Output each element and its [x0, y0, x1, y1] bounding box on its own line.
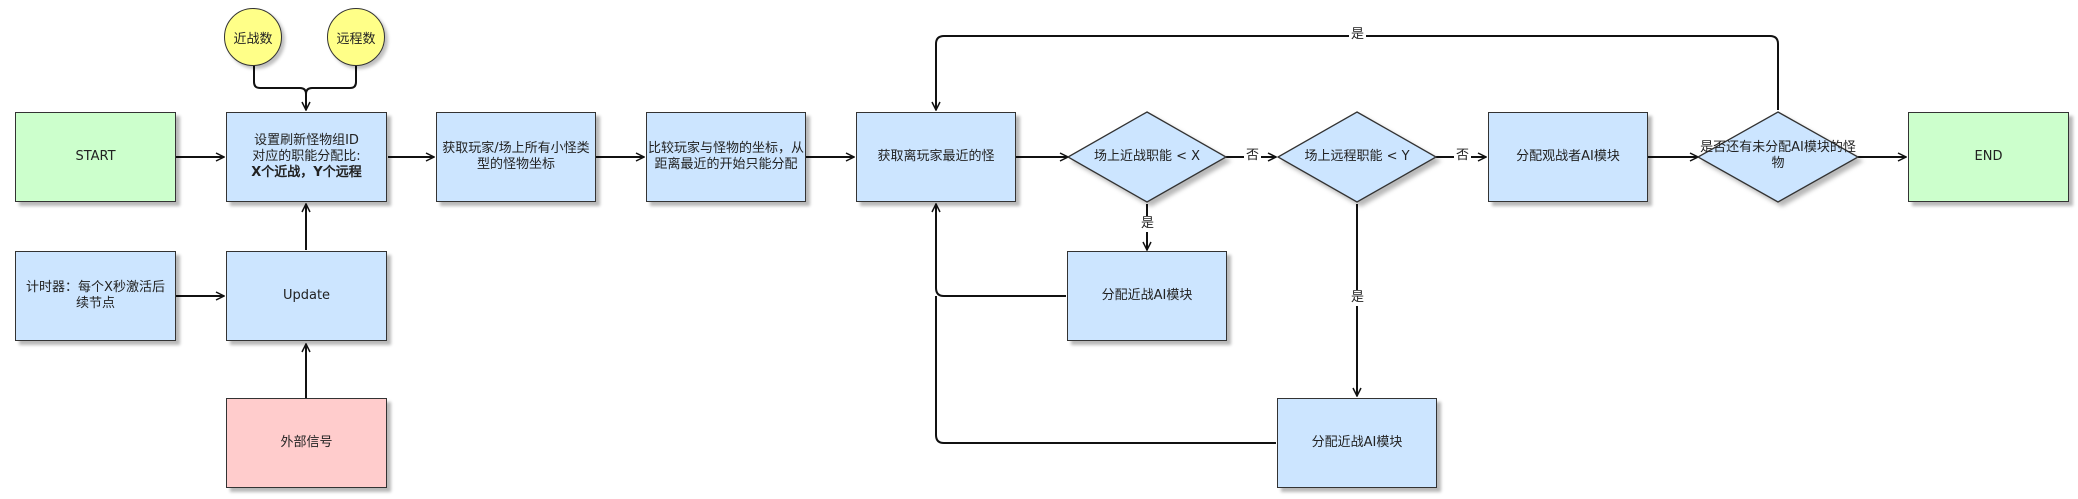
timer-node: 计时器：每个X秒激活后续节点	[15, 251, 176, 341]
setup-line-3: X个近战，Y个远程	[251, 165, 362, 180]
melee-check-diamond	[1066, 111, 1228, 203]
remaining-check-label: 是否还有未分配AI模块的怪物	[1700, 140, 1856, 171]
compare-node: 比较玩家与怪物的坐标，从距离最近的开始只能分配	[646, 112, 806, 202]
update-node: Update	[226, 251, 387, 341]
get-nearest-node: 获取离玩家最近的怪	[856, 112, 1016, 202]
melee-count-circle: 近战数	[224, 8, 282, 66]
assign-melee-node-2: 分配近战AI模块	[1277, 398, 1437, 488]
edge-label-yes-ranged: 是	[1349, 290, 1367, 306]
setup-node: 设置刷新怪物组ID 对应的职能分配比: X个近战，Y个远程	[226, 112, 387, 202]
remaining-check-diamond	[1696, 111, 1860, 203]
end-node: END	[1908, 112, 2069, 202]
edge-label-no-melee: 否	[1244, 148, 1262, 164]
ranged-count-circle: 远程数	[327, 8, 385, 66]
start-node: START	[15, 112, 176, 202]
setup-line-2: 对应的职能分配比:	[252, 149, 361, 164]
setup-line-1: 设置刷新怪物组ID	[254, 133, 359, 148]
edge-label-yes-melee: 是	[1139, 216, 1157, 232]
assign-spectator-node: 分配观战者AI模块	[1488, 112, 1648, 202]
melee-check-label: 场上近战职能 < X	[1093, 149, 1201, 164]
assign-melee-node-1: 分配近战AI模块	[1067, 251, 1227, 341]
external-signal-node: 外部信号	[226, 398, 387, 488]
edge-label-no-ranged: 否	[1454, 148, 1472, 164]
ranged-check-label: 场上远程职能 < Y	[1304, 149, 1410, 164]
ranged-check-diamond	[1276, 111, 1438, 203]
edge-label-yes-loop: 是	[1349, 27, 1367, 43]
connector-lines	[176, 35, 1906, 444]
get-coords-node: 获取玩家/场上所有小怪类型的怪物坐标	[436, 112, 596, 202]
